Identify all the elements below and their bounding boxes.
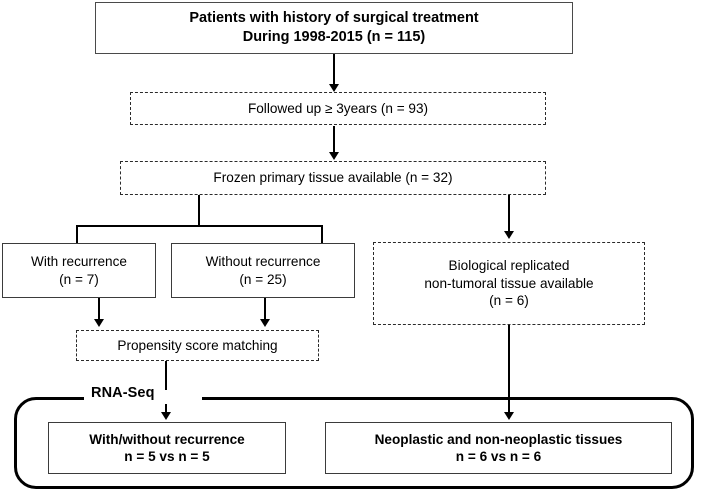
connector-with-recurrence-to-propensity bbox=[98, 298, 101, 321]
node-biological-line3: (n = 6) bbox=[489, 293, 529, 309]
node-followup: Followed up ≥ 3years (n = 93) bbox=[130, 92, 546, 125]
connector-frozen-to-biological bbox=[508, 195, 511, 234]
node-frozen: Frozen primary tissue available (n = 32) bbox=[120, 161, 546, 195]
arrowhead-patients-to-followup bbox=[329, 84, 339, 92]
node-patients-line2: During 1998-2015 (n = 115) bbox=[242, 29, 426, 45]
node-rnaseq-recurrence-line2: n = 5 vs n = 5 bbox=[124, 449, 210, 464]
node-followup-line1: Followed up ≥ 3years (n = 93) bbox=[247, 100, 429, 116]
node-patients-line1: Patients with history of surgical treatm… bbox=[189, 10, 479, 27]
arrowhead-biological-to-bottom-right bbox=[504, 412, 514, 420]
arrowhead-without-recurrence-to-propensity bbox=[260, 319, 270, 327]
node-propensity-score-matching: Propensity score matching bbox=[76, 330, 319, 361]
node-without-recurrence-line1: Without recurrence bbox=[205, 254, 321, 270]
connector-frozen-split-stem bbox=[198, 195, 201, 227]
node-biological-replicated: Biological replicated non-tumoral tissue… bbox=[373, 242, 645, 325]
node-frozen-line1: Frozen primary tissue available (n = 32) bbox=[213, 170, 453, 186]
node-rnaseq-tissues-line2: n = 6 vs n = 6 bbox=[455, 449, 542, 464]
node-patients: Patients with history of surgical treatm… bbox=[95, 2, 573, 54]
connector-frozen-split-bar bbox=[76, 225, 323, 228]
node-with-recurrence-line1: With recurrence bbox=[31, 254, 127, 270]
node-with-recurrence-line2: (n = 7) bbox=[59, 271, 99, 287]
connector-patients-to-followup bbox=[333, 54, 336, 86]
connector-biological-to-bottom-right bbox=[508, 325, 511, 417]
connector-followup-to-frozen bbox=[333, 126, 336, 154]
rnaseq-label: RNA-Seq bbox=[88, 385, 158, 401]
node-biological-line1: Biological replicated bbox=[448, 258, 570, 274]
node-rnaseq-recurrence: With/without recurrence n = 5 vs n = 5 bbox=[48, 422, 286, 474]
node-biological-line2: non-tumoral tissue available bbox=[424, 275, 594, 291]
node-rnaseq-tissues-line1: Neoplastic and non-neoplastic tissues bbox=[374, 431, 623, 447]
arrowhead-followup-to-frozen bbox=[329, 152, 339, 160]
connector-without-recurrence-to-propensity bbox=[264, 298, 267, 321]
node-without-recurrence: Without recurrence (n = 25) bbox=[171, 243, 355, 298]
arrowhead-with-recurrence-to-propensity bbox=[94, 319, 104, 327]
arrowhead-frozen-to-biological bbox=[504, 231, 514, 239]
node-rnaseq-recurrence-line1: With/without recurrence bbox=[89, 431, 245, 447]
node-propensity-line1: Propensity score matching bbox=[117, 337, 278, 353]
connector-split-to-without-recurrence bbox=[321, 225, 324, 244]
node-without-recurrence-line2: (n = 25) bbox=[239, 271, 287, 287]
connector-split-to-with-recurrence bbox=[76, 225, 79, 244]
node-with-recurrence: With recurrence (n = 7) bbox=[2, 243, 156, 298]
node-rnaseq-tissues: Neoplastic and non-neoplastic tissues n … bbox=[325, 422, 672, 474]
rnaseq-group-container bbox=[14, 397, 694, 489]
arrowhead-propensity-to-bottom-left bbox=[161, 412, 171, 420]
connector-propensity-to-bottom-left bbox=[165, 361, 168, 417]
